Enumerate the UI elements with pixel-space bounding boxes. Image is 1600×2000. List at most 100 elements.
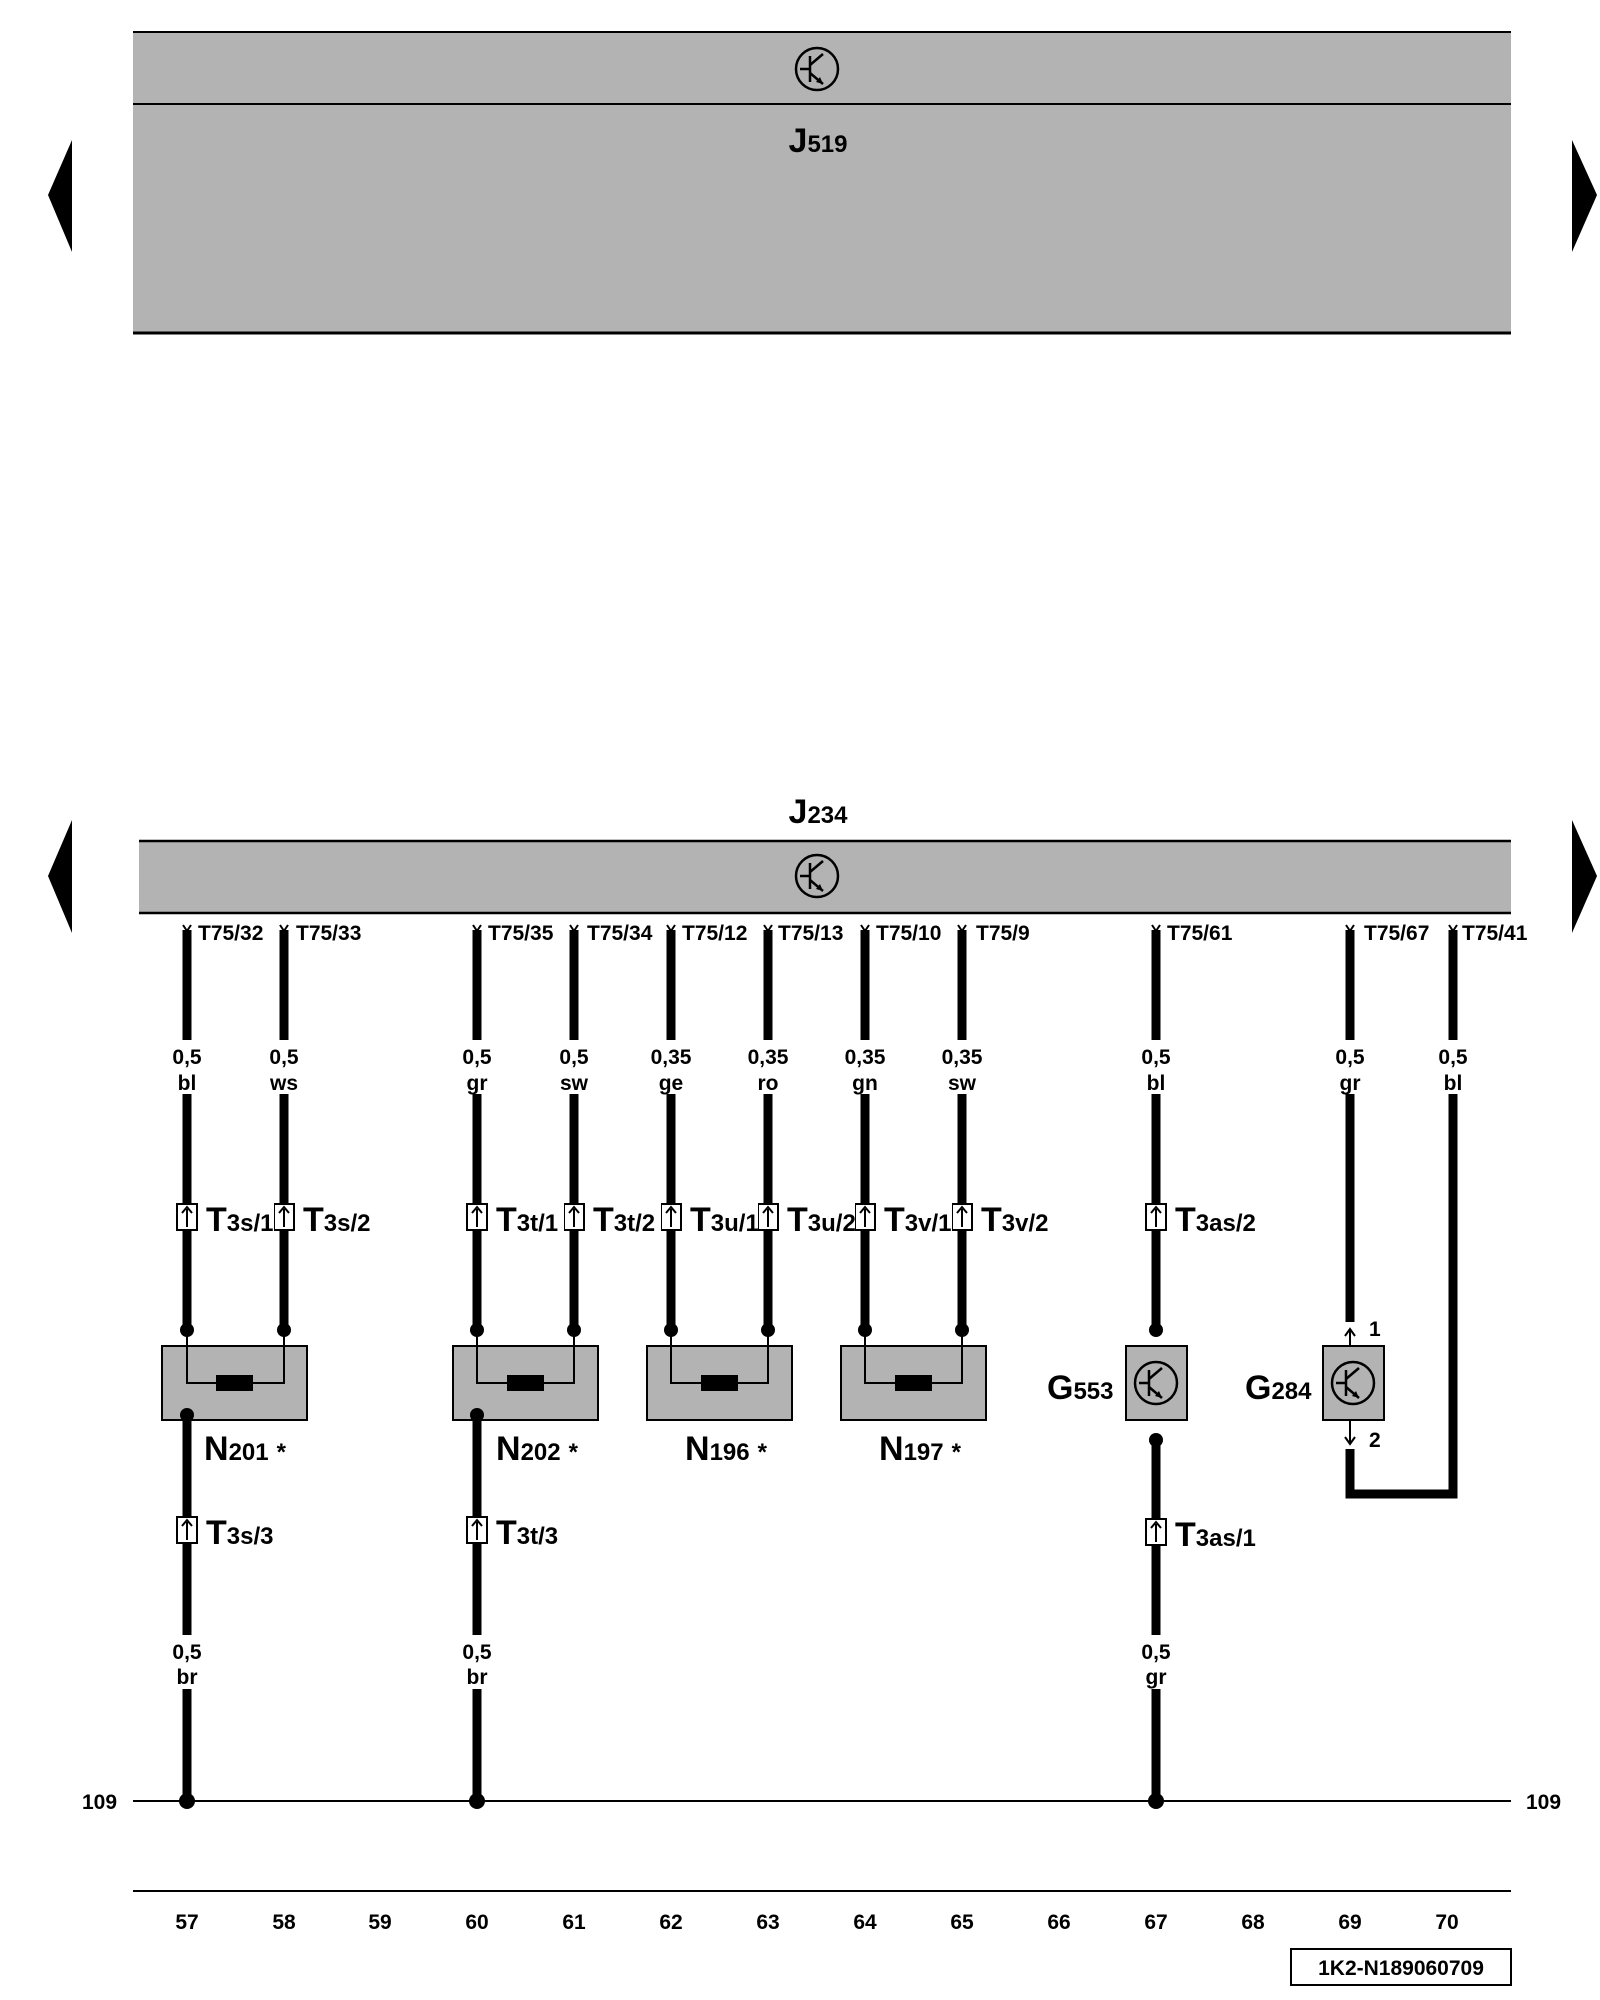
terminal-label: T75/9	[976, 922, 1030, 945]
transistor-icon	[794, 46, 840, 92]
terminal-label: T75/67	[1364, 922, 1429, 945]
section-number: 62	[659, 1911, 682, 1934]
j234-label: J234	[789, 793, 849, 831]
wire-size: 0,5	[1141, 1046, 1171, 1069]
section-number: 70	[1435, 1911, 1458, 1934]
solenoid-icon	[895, 1375, 932, 1391]
wire-color: br	[467, 1666, 488, 1689]
valve-n202	[452, 1330, 599, 1421]
valve-n197	[840, 1330, 987, 1421]
connector-label: T3t/3	[496, 1514, 558, 1552]
wire-size: 0,35	[942, 1046, 983, 1069]
terminal-arrows	[182, 924, 1458, 933]
section-number: 63	[756, 1911, 779, 1934]
terminal-label: T75/13	[778, 922, 843, 945]
section-number: 69	[1338, 1911, 1361, 1934]
j519-label: J519	[789, 122, 848, 160]
sensor-label: G284	[1245, 1369, 1312, 1407]
section-numbers: 57 58 59 60 61 62 63 64 65 66 67 68 69 7…	[133, 1890, 1511, 1934]
valve-n196	[646, 1330, 793, 1421]
upper-wire-labels: 0,5 bl 0,5 ws 0,5 gr 0,5 sw 0,35 ge 0,35…	[165, 1040, 1475, 1095]
section-number: 66	[1047, 1911, 1070, 1934]
terminal-label: T75/12	[682, 922, 747, 945]
lower-wire-labels: 0,5 br 0,5 br 0,5 gr	[165, 1635, 1178, 1689]
section-number: 60	[465, 1911, 488, 1934]
connector-label: T3t/1	[496, 1201, 558, 1239]
connector-label: T3s/2	[303, 1201, 371, 1239]
wire-color: bl	[1444, 1072, 1463, 1095]
connector-icon	[176, 1516, 198, 1544]
lower-connectors: T3s/3 T3t/3 T3as/1	[176, 1514, 1256, 1554]
control-unit-j234: J234	[139, 793, 1511, 915]
connector-icon	[1145, 1203, 1167, 1231]
arrow-right-icon[interactable]	[1572, 140, 1597, 252]
solenoid-icon	[216, 1375, 253, 1391]
wires	[182, 930, 1458, 1801]
section-number: 57	[175, 1911, 198, 1934]
connector-icon	[951, 1203, 973, 1231]
connector-icon	[273, 1203, 295, 1231]
wire-color: gr	[467, 1072, 488, 1095]
wire-color: sw	[948, 1072, 977, 1095]
terminal-label: T75/34	[587, 922, 653, 945]
wire-color: ro	[758, 1072, 779, 1095]
wire-color: bl	[178, 1072, 197, 1095]
valve-label: N196*	[685, 1430, 768, 1468]
sensor-g284: G284 1 2	[1245, 1318, 1385, 1452]
wire-size: 0,5	[559, 1046, 589, 1069]
terminal-label: T75/41	[1462, 922, 1528, 945]
section-number: 68	[1241, 1911, 1265, 1934]
unit-terminal-labels: T75/32 T75/33 T75/35 T75/34 T75/12 T75/1…	[198, 922, 1528, 945]
arrow-right-icon[interactable]	[1572, 820, 1597, 933]
pin-label: 1	[1369, 1318, 1381, 1341]
connector-label: T3as/2	[1175, 1201, 1256, 1239]
connector-label: T3s/3	[206, 1514, 274, 1552]
wire-color: ws	[269, 1072, 298, 1095]
section-number: 61	[562, 1911, 586, 1934]
wire-size: 0,35	[845, 1046, 886, 1069]
wire-size: 0,35	[651, 1046, 692, 1069]
terminal-label: T75/10	[876, 922, 941, 945]
terminal-label: T75/61	[1167, 922, 1233, 945]
valve-labels: N201* N202* N196* N197*	[204, 1430, 962, 1468]
solenoid-icon	[507, 1375, 544, 1391]
sensor-g553: G553	[1047, 1345, 1188, 1421]
connector-icon	[854, 1203, 876, 1231]
wire-color: sw	[560, 1072, 589, 1095]
transistor-icon	[794, 853, 840, 899]
transistor-icon	[1133, 1360, 1179, 1406]
section-number: 67	[1144, 1911, 1167, 1934]
wire-color: bl	[1147, 1072, 1166, 1095]
connector-labels: T3s/1 T3s/2 T3t/1 T3t/2 T3u/1 T3u/2 T3v/…	[200, 1200, 1256, 1239]
arrow-left-icon[interactable]	[48, 140, 72, 252]
valve-label: N201*	[204, 1430, 287, 1468]
section-number: 65	[950, 1911, 974, 1934]
bus-ref-left: 109	[82, 1791, 117, 1814]
wire-color: ge	[659, 1072, 684, 1095]
connector-label: T3u/2	[787, 1201, 856, 1239]
terminal-label: T75/32	[198, 922, 263, 945]
valve-n201	[161, 1330, 308, 1421]
section-number: 59	[368, 1911, 391, 1934]
arrow-left-icon[interactable]	[48, 820, 72, 933]
wire-color: br	[177, 1666, 198, 1689]
transistor-icon	[1330, 1360, 1376, 1406]
wire-color: gn	[852, 1072, 878, 1095]
wire-color: gr	[1340, 1072, 1361, 1095]
terminal-label: T75/35	[488, 922, 554, 945]
connector-icon	[563, 1203, 585, 1231]
connector-label: T3v/2	[981, 1201, 1049, 1239]
terminal-label: T75/33	[296, 922, 361, 945]
connector-icon	[176, 1203, 198, 1231]
solenoid-icon	[701, 1375, 738, 1391]
control-unit-j519: J519	[133, 31, 1511, 335]
wire-size: 0,5	[172, 1046, 202, 1069]
wire-size: 0,35	[748, 1046, 789, 1069]
wire-size: 0,5	[462, 1641, 492, 1664]
connector-label: T3v/1	[884, 1201, 952, 1239]
section-number: 58	[272, 1911, 296, 1934]
wire-color: gr	[1146, 1666, 1167, 1689]
section-number: 64	[853, 1911, 877, 1934]
diagram-code: 1K2-N189060709	[1290, 1948, 1512, 1986]
